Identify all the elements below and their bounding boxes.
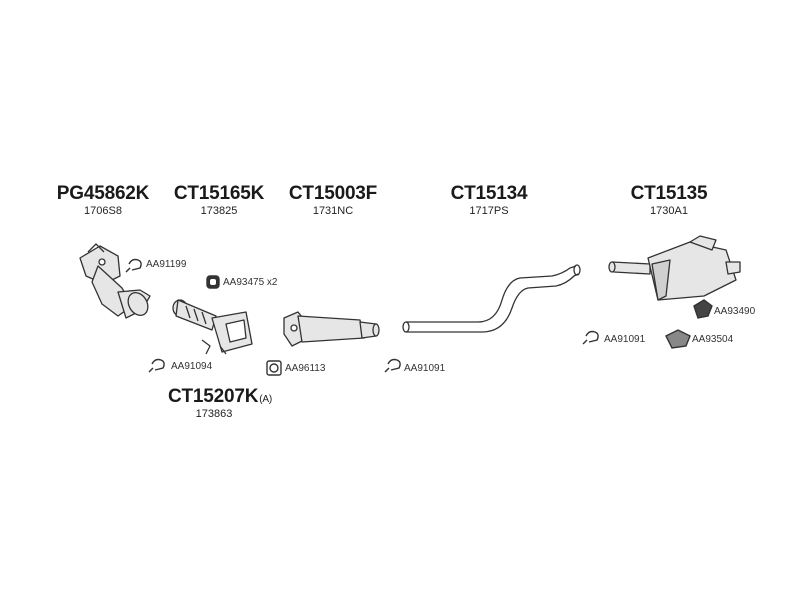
accessory-aa91091-a: AA91091 — [404, 363, 446, 374]
clamp-icon — [384, 358, 401, 373]
intermediate-pipe-drawing — [402, 264, 581, 333]
part-ref-ct15165k: 173825 — [200, 205, 238, 217]
front-pipe-drawing — [172, 299, 253, 355]
part-code-pg45862k: PG45862K — [56, 183, 150, 204]
clamp-icon — [148, 358, 165, 373]
accessory-aa93475: AA93475 x2 — [223, 277, 278, 288]
part-code-ct15134: CT15134 — [450, 183, 528, 204]
accessory-aa93490: AA93490 — [714, 306, 756, 317]
part-ref-ct15003f: 1731NC — [312, 205, 354, 217]
clamp-icon — [125, 258, 142, 273]
rubber-mount-icon — [206, 275, 220, 289]
accessory-aa91094: AA91094 — [171, 361, 213, 372]
part-code-ct15165k: CT15165K — [173, 183, 265, 204]
rubber-mount-icon — [693, 299, 713, 319]
accessory-aa93504: AA93504 — [692, 334, 734, 345]
part-ref-pg45862k: 1706S8 — [84, 205, 122, 217]
rear-silencer-drawing — [608, 235, 741, 301]
part-code-ct15207k: CT15207K(A) — [168, 386, 272, 408]
accessory-aa96113: AA96113 — [285, 363, 326, 374]
part-ref-ct15135: 1730A1 — [650, 205, 688, 217]
part-code-ct15207k-suffix: (A) — [259, 394, 273, 405]
part-ref-ct15207k: 173863 — [195, 408, 233, 420]
part-code-ct15207k-main: CT15207K — [167, 386, 259, 407]
accessory-aa91091-b: AA91091 — [604, 334, 646, 345]
heat-shield-icon — [665, 329, 691, 349]
part-code-ct15135: CT15135 — [630, 183, 708, 204]
clamp-icon — [582, 330, 599, 345]
catalytic-converter-drawing — [79, 243, 151, 319]
part-ref-ct15134: 1717PS — [469, 205, 509, 217]
particulate-filter-drawing — [283, 311, 380, 347]
gasket-icon — [266, 360, 282, 376]
part-code-ct15003f: CT15003F — [288, 183, 378, 204]
accessory-aa91199: AA91199 — [146, 259, 187, 270]
